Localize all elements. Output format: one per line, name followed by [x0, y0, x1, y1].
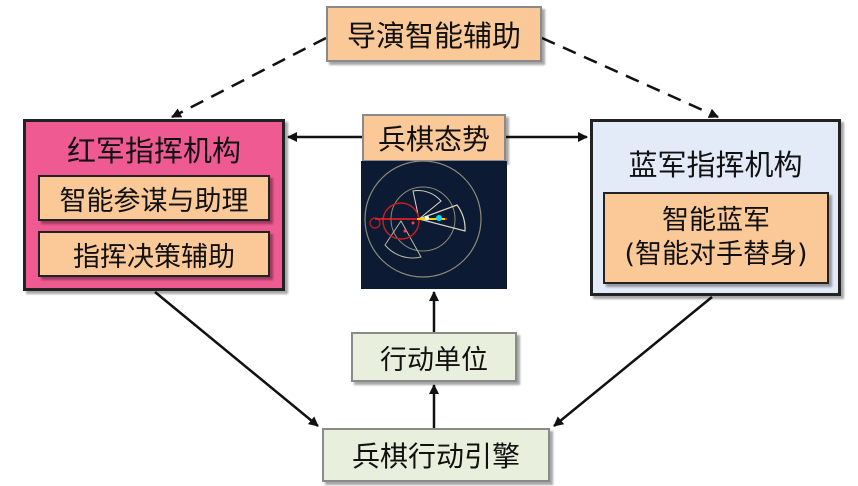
director-ai-assist-label: 导演智能辅助 — [346, 19, 521, 53]
intelligent-blue-force-box: 智能蓝军 (智能对手替身) — [603, 192, 829, 284]
wargame-action-engine-box: 兵棋行动引擎 — [322, 428, 550, 482]
wargame-situation-label: 兵棋态势 — [377, 123, 490, 156]
red-sub-item-label: 智能参谋与助理 — [59, 185, 249, 217]
dashed-arrow-to-blue — [541, 36, 719, 119]
action-unit-box: 行动单位 — [351, 332, 517, 382]
red-sub-item-decision-assist: 指挥决策辅助 — [38, 231, 270, 277]
arrow-red-to-engine — [154, 291, 319, 427]
wargame-situation-box: 兵棋态势 — [362, 114, 506, 162]
situation-radar-image — [361, 161, 507, 289]
dashed-arrow-to-red — [171, 36, 327, 119]
action-unit-label: 行动单位 — [380, 344, 488, 376]
arrow-blue-to-engine — [553, 296, 713, 427]
red-command-panel: 红军指挥机构 智能参谋与助理 指挥决策辅助 — [23, 119, 285, 291]
director-ai-assist-box: 导演智能辅助 — [326, 6, 542, 62]
blue-command-title: 蓝军指挥机构 — [628, 148, 803, 182]
red-command-title: 红军指挥机构 — [66, 134, 241, 168]
intelligent-blue-force-label: 智能蓝军 — [662, 205, 770, 236]
red-sub-item-staff-assistant: 智能参谋与助理 — [38, 175, 270, 221]
opponent-avatar-label: (智能对手替身) — [624, 239, 808, 270]
wargame-action-engine-label: 兵棋行动引擎 — [351, 440, 520, 473]
blue-command-panel: 蓝军指挥机构 智能蓝军 (智能对手替身) — [590, 119, 841, 296]
red-sub-item-label: 指挥决策辅助 — [73, 241, 235, 273]
